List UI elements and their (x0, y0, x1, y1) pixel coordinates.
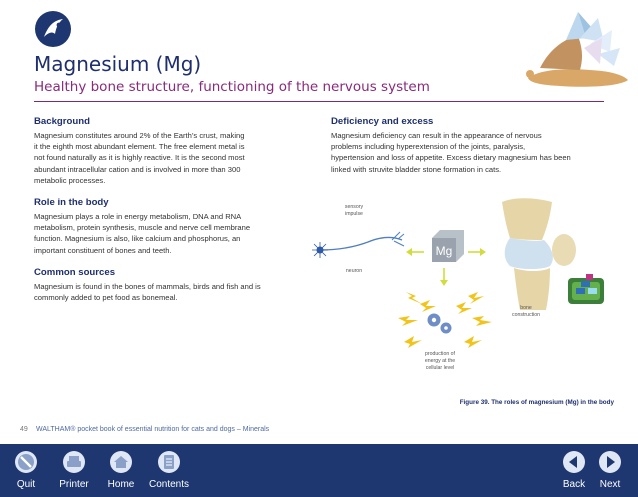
text-line: function. Magnesium is also, like calciu… (34, 234, 241, 244)
back-label: Back (562, 479, 586, 490)
arrow-right-icon (599, 451, 621, 473)
label-sensory-2: impulse (345, 211, 363, 217)
text-line: Magnesium plays a role in energy metabol… (34, 212, 242, 221)
text-line: Magnesium is found in the bones of mamma… (34, 282, 261, 291)
waltham-logo (35, 11, 71, 47)
contents-label: Contents (148, 479, 190, 490)
label-bone-1: bone (520, 305, 532, 311)
title-divider (34, 101, 604, 102)
home-label: Home (107, 479, 135, 490)
heading-background: Background (34, 116, 90, 127)
blocks-icon (568, 274, 604, 304)
no-entry-icon (15, 451, 37, 473)
text-line: not found naturally as it is highly reac… (34, 153, 245, 163)
heading-deficiency: Deficiency and excess (331, 116, 434, 127)
printer-label: Printer (59, 479, 89, 490)
arrows (406, 248, 486, 286)
quit-button[interactable]: Quit (0, 450, 56, 494)
gears-illustration (427, 313, 452, 334)
label-neuron: neuron (346, 268, 362, 274)
page-subtitle: Healthy bone structure, functioning of t… (34, 79, 430, 95)
text-deficiency: Magnesium deficiency can result in the a… (331, 130, 571, 175)
printer-button[interactable]: Printer (44, 450, 104, 494)
text-line: it the eighth most abundant element. The… (34, 142, 245, 152)
text-background: Magnesium constitutes around 2% of the E… (34, 130, 245, 186)
mg-symbol: Mg (436, 244, 453, 258)
label-energy-3: cellular level (426, 365, 455, 371)
text-line: problems including hyperextension of the… (331, 142, 526, 152)
label-energy-2: energy at the (425, 358, 455, 364)
magnesium-crystal-image (526, 12, 628, 87)
text-line: linked with struvite bladder stone forma… (331, 164, 502, 174)
text-line: abundant intracellular cation and is inv… (34, 164, 241, 174)
printer-icon (63, 451, 85, 473)
text-line: metabolism, protein synthesis, muscle an… (34, 223, 251, 233)
arrow-left-icon (563, 451, 585, 473)
text-role: Magnesium plays a role in energy metabol… (34, 211, 250, 256)
label-energy-1: production of (425, 351, 456, 357)
text-line: commonly added to pet food as bonemeal. (34, 293, 178, 303)
page-title: Magnesium (Mg) (34, 52, 202, 76)
text-line: Magnesium constitutes around 2% of the E… (34, 131, 245, 140)
text-line: hypertension and loss of appetite. Exces… (331, 153, 571, 163)
label-sensory-1: sensory (345, 204, 364, 210)
text-line: important constituent of bones and teeth… (34, 245, 172, 255)
contents-icon (158, 451, 180, 473)
home-button[interactable]: Home (91, 450, 151, 494)
next-label: Next (599, 479, 621, 490)
heading-role: Role in the body (34, 197, 109, 208)
next-button[interactable]: Next (580, 450, 638, 494)
contents-button[interactable]: Contents (139, 450, 199, 494)
text-line: metabolic processes. (34, 175, 106, 185)
book-title: WALTHAM® pocket book of essential nutrit… (36, 426, 270, 433)
energy-bolts (398, 292, 492, 348)
mg-element-tile: Mg (432, 230, 464, 262)
quit-label: Quit (16, 479, 36, 490)
text-sources: Magnesium is found in the bones of mamma… (34, 281, 261, 303)
navigation-bar: Quit Printer Home Contents Back Next (0, 444, 638, 497)
back-button[interactable]: Back (544, 450, 604, 494)
page-number: 49 (20, 426, 28, 433)
home-icon (110, 451, 132, 473)
text-line: Magnesium deficiency can result in the a… (331, 131, 542, 140)
figure-caption: Figure 39. The roles of magnesium (Mg) i… (459, 399, 614, 406)
knee-joint-illustration (502, 198, 576, 310)
neuron-illustration (312, 231, 405, 258)
magnesium-roles-diagram: Mg sensory impulse neuron bone construct… (312, 198, 604, 371)
heading-sources: Common sources (34, 267, 116, 278)
label-bone-2: construction (512, 312, 540, 318)
